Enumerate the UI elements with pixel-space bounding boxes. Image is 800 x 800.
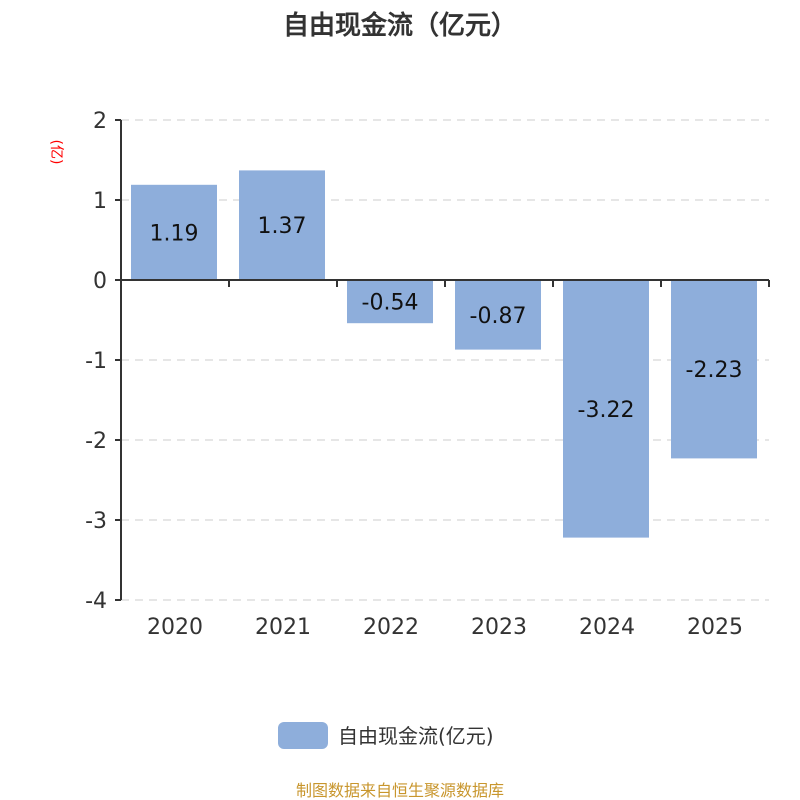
x-tick-label: 2025 xyxy=(687,615,743,640)
y-tick-label: 0 xyxy=(93,269,107,294)
bar-2023 xyxy=(455,280,541,350)
data-label: -0.54 xyxy=(362,291,419,316)
x-tick-label: 2021 xyxy=(255,615,311,640)
bar-2022 xyxy=(347,280,433,324)
y-tick-label: -4 xyxy=(85,589,107,614)
y-tick-label: 1 xyxy=(93,189,107,214)
x-tick-label: 2024 xyxy=(579,615,635,640)
y-tick-label: -1 xyxy=(85,349,107,374)
y-axis-label: (亿) xyxy=(48,140,64,165)
legend-label[interactable]: 自由现金流(亿元) xyxy=(338,724,494,748)
bar-2020 xyxy=(131,184,217,280)
x-tick-label: 2023 xyxy=(471,615,527,640)
source-note: 制图数据来自恒生聚源数据库 xyxy=(296,781,504,800)
data-label: 1.19 xyxy=(150,221,199,246)
bar-2021 xyxy=(239,170,325,280)
bar-2024 xyxy=(563,280,649,538)
data-label: 1.37 xyxy=(258,214,307,239)
y-tick-label: -3 xyxy=(85,509,107,534)
x-tick-label: 2020 xyxy=(147,615,203,640)
data-label: -2.23 xyxy=(686,358,743,383)
data-label: -3.22 xyxy=(578,398,635,423)
chart-title: 自由现金流（亿元） xyxy=(283,10,517,41)
legend-swatch[interactable] xyxy=(278,722,328,749)
y-tick-label: 2 xyxy=(93,109,107,134)
data-label: -0.87 xyxy=(470,304,527,329)
y-tick-label: -2 xyxy=(85,429,107,454)
x-tick-label: 2022 xyxy=(363,615,419,640)
bar-2025 xyxy=(671,280,757,459)
